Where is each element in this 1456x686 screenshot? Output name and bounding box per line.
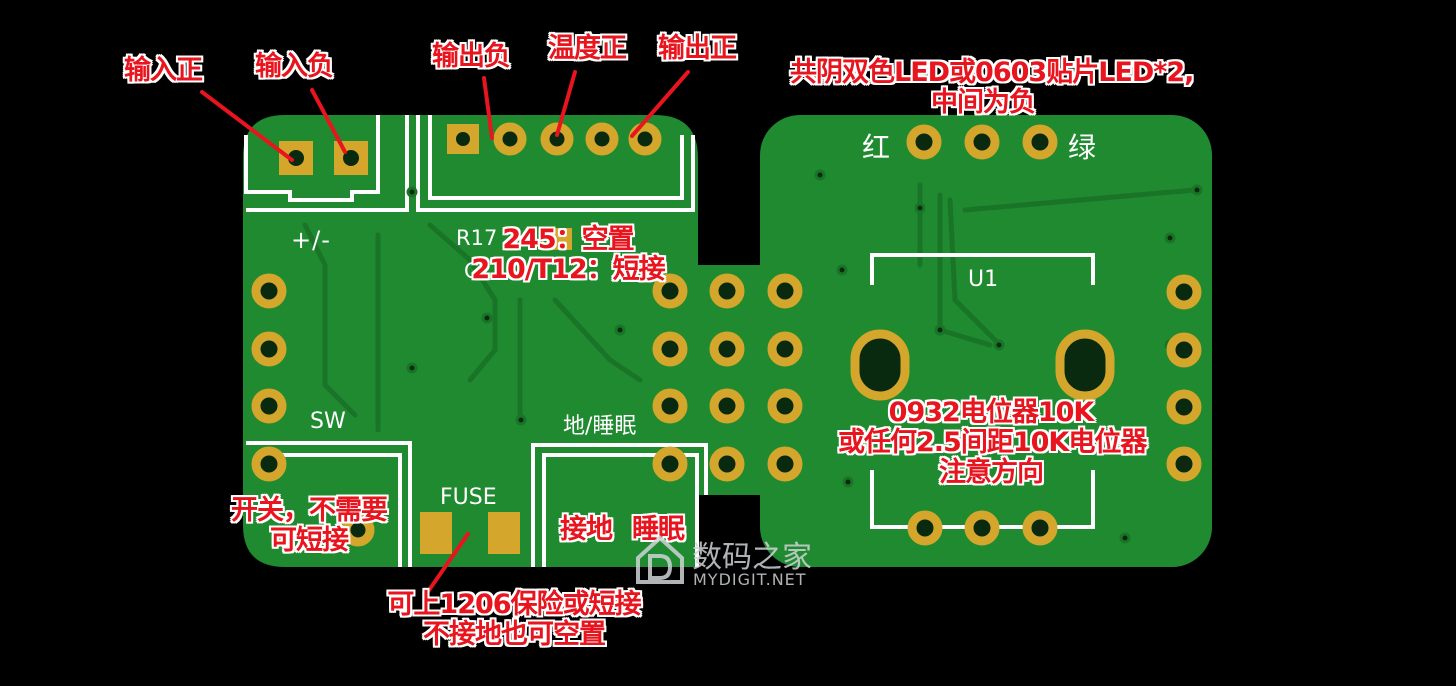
silk-red: 红 xyxy=(862,131,891,164)
silk-fuse: FUSE xyxy=(440,485,497,510)
annotation-output-negative: 输出负 xyxy=(432,41,511,72)
annotation-gnd: 接地 xyxy=(560,514,613,545)
silk-r17: R17 xyxy=(456,226,498,250)
annotation-led-line1: 共阴双色LED或0603贴片LED*2, xyxy=(790,57,1194,88)
silk-green: 绿 xyxy=(1068,131,1097,164)
vias xyxy=(406,169,1203,544)
annotation-r17: 245：空置 210/T12：短接 xyxy=(470,225,666,285)
annotation-pot-line1: 0932电位器10K xyxy=(888,397,1095,428)
annotation-fuse: 可上1206保险或短接 不接地也可空置 xyxy=(386,590,642,650)
square-pads xyxy=(279,124,572,554)
annotation-temp-positive: 温度正 xyxy=(548,33,627,64)
silk-c: C xyxy=(464,259,479,283)
annotation-pot-line3: 注意方向 xyxy=(939,457,1044,488)
traces xyxy=(302,182,1198,433)
leader-lines xyxy=(200,70,690,595)
annotation-fuse-line2: 不接地也可空置 xyxy=(423,619,606,650)
annotation-input-negative: 输入负 xyxy=(255,51,334,82)
watermark-url: MYDIGIT.NET xyxy=(693,570,807,589)
annotation-led: 共阴双色LED或0603贴片LED*2, 中间为负 xyxy=(790,57,1194,118)
silk-sw: SW xyxy=(310,409,346,434)
annotation-potentiometer: 0932电位器10K 或任何2.5间距10K电位器 注意方向 xyxy=(838,397,1147,488)
annotation-switch-line1: 开关，不需要 xyxy=(231,495,388,526)
silk-gnd-sleep: 地/睡眠 xyxy=(563,414,637,439)
annotation-led-line2: 中间为负 xyxy=(931,87,1036,118)
annotation-switch: 开关，不需要 可短接 xyxy=(228,496,390,556)
annotation-output-positive: 输出正 xyxy=(658,33,737,64)
watermark-logo-icon xyxy=(636,535,684,584)
annotation-r17-line1: 245：空置 xyxy=(502,224,634,255)
round-pads xyxy=(251,122,1202,547)
annotation-pot-line2: 或任何2.5间距10K电位器 xyxy=(838,427,1147,458)
right-board xyxy=(760,115,1212,567)
annotation-switch-line2: 可短接 xyxy=(270,525,349,556)
silkscreen-outlines xyxy=(244,115,1095,567)
annotation-r17-line2: 210/T12：短接 xyxy=(471,254,665,285)
watermark-brand: 数码之家 xyxy=(692,540,812,575)
annotation-fuse-line1: 可上1206保险或短接 xyxy=(387,589,641,620)
pad-holes xyxy=(288,132,470,166)
silk-u1: U1 xyxy=(968,267,999,292)
annotation-input-positive: 输入正 xyxy=(124,55,203,86)
pot-mount-slots xyxy=(850,329,1115,401)
silk-plus-minus: +/- xyxy=(291,226,331,254)
